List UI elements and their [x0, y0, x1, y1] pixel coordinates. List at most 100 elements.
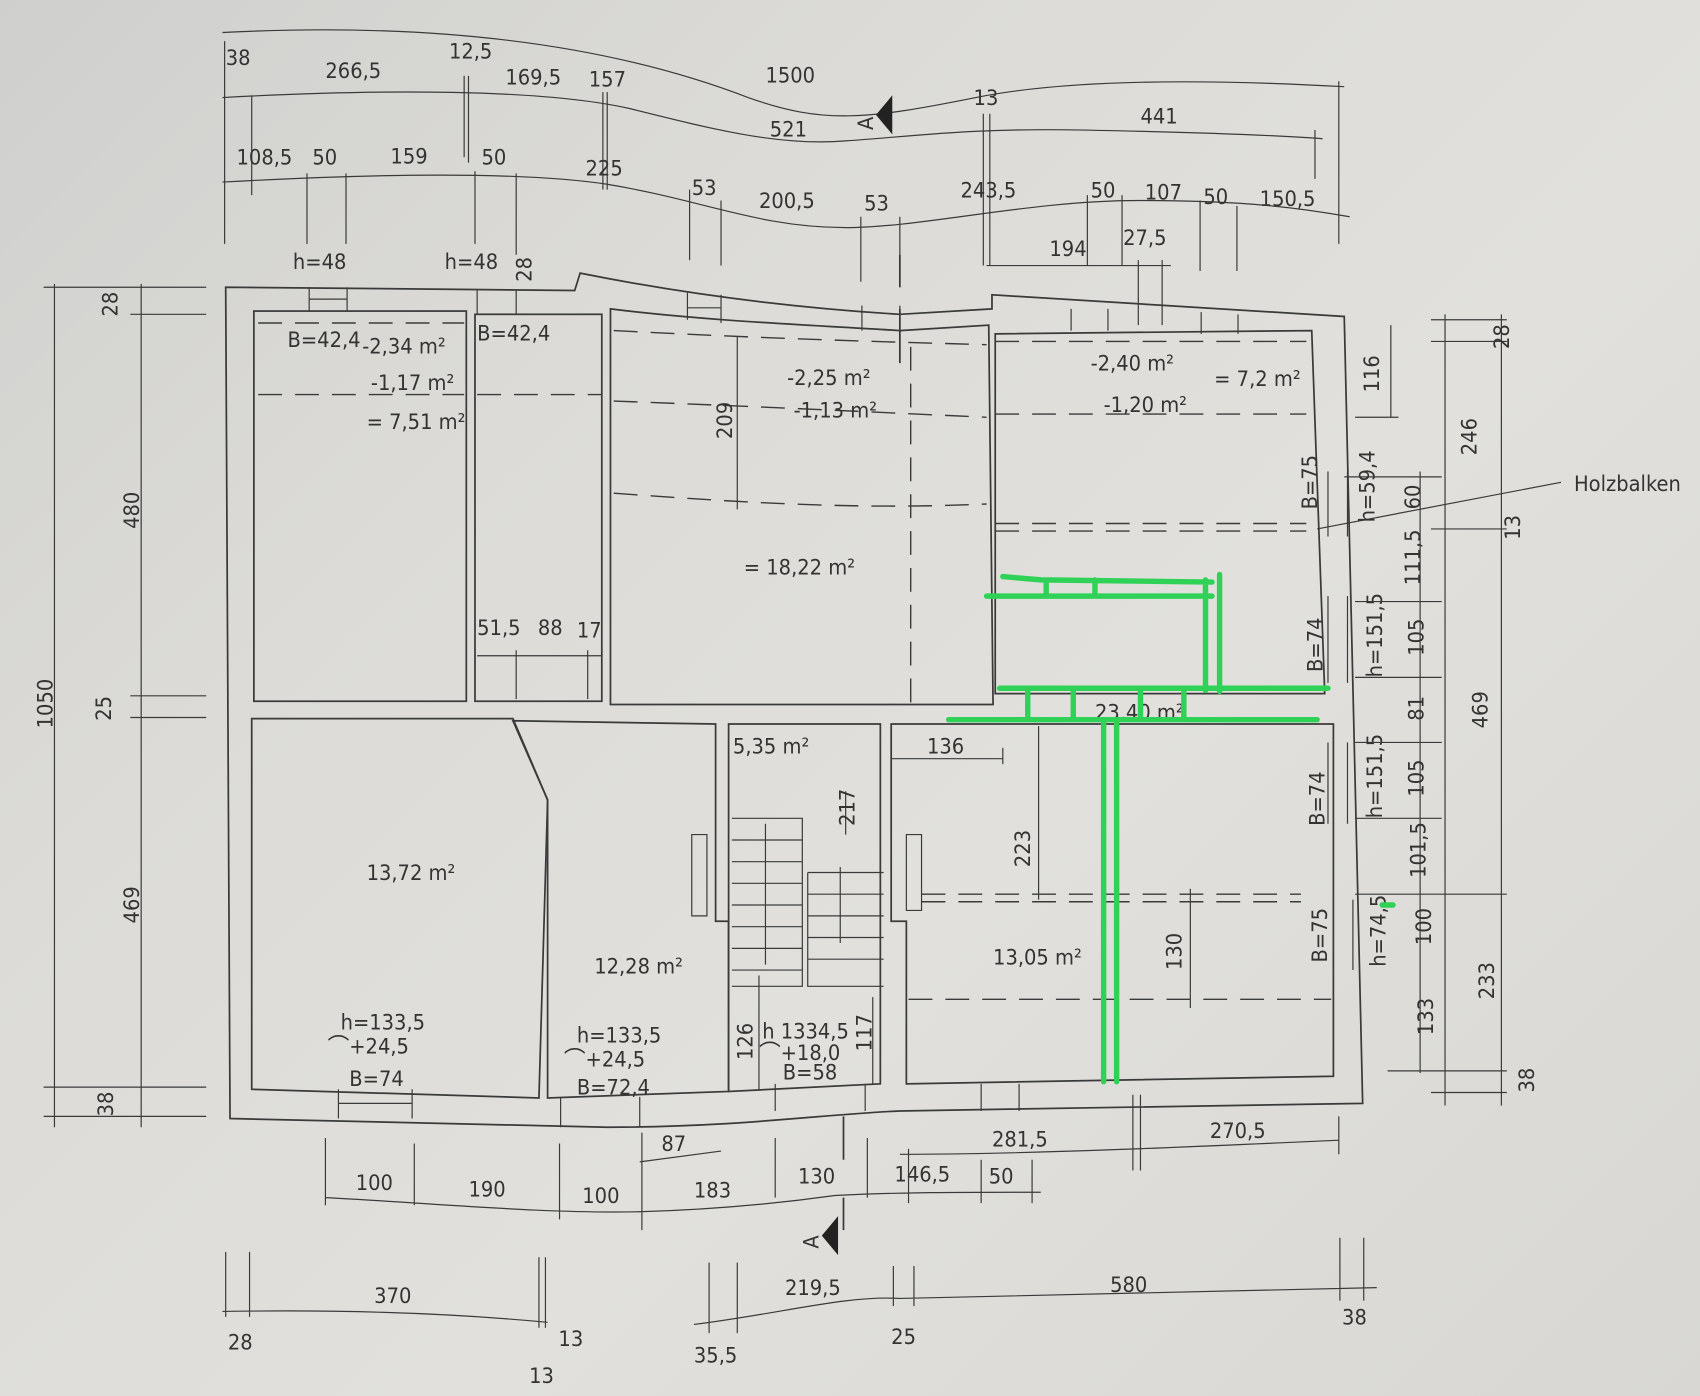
dim-label: 38	[1515, 1068, 1540, 1093]
dim-label: 190	[468, 1178, 505, 1203]
dim-label: 51,5	[477, 616, 520, 641]
dim-label: 50	[1091, 178, 1116, 203]
dim-label: 88	[538, 616, 563, 641]
dim-label: 28	[1490, 324, 1515, 349]
top-dimension-lines	[222, 29, 1350, 326]
room-1305	[890, 723, 1335, 1085]
window-width: B=74	[1304, 618, 1329, 672]
arch-rise: ⌒+24,5	[564, 1048, 645, 1073]
dim-label: 105	[1404, 619, 1429, 656]
plan-labels: B=42,4 -2,34 m² -1,17 m² = 7,51 m² B=42,…	[33, 292, 1681, 1389]
dim-label: 53	[692, 176, 717, 201]
dim-label: 107	[1145, 180, 1182, 205]
dim-label: 108,5	[237, 146, 293, 171]
window-height: h=59,4	[1356, 450, 1381, 522]
dim-label: 116	[1360, 355, 1385, 392]
dim-label: 441	[1140, 105, 1177, 130]
svg-text:A: A	[854, 116, 879, 130]
dim-label: 150,5	[1260, 187, 1316, 212]
dim-label: 126	[733, 1023, 758, 1060]
window-width: B=72,4	[577, 1076, 650, 1101]
dim-label: h=48	[445, 250, 498, 275]
dim-label: 38	[1342, 1305, 1367, 1330]
dim-label: 130	[1163, 933, 1188, 970]
dim-label: 101,5	[1407, 822, 1432, 878]
dim-label: 87	[661, 1132, 686, 1157]
dim-label: 159	[390, 145, 427, 170]
dashed-lines	[258, 322, 1562, 1001]
room-area: = 18,22 m²	[744, 555, 855, 580]
dim-label: 246	[1457, 418, 1482, 455]
dim-label: h=48	[293, 250, 346, 275]
dim-label: 217	[835, 789, 860, 826]
arch-rise: ⌒+18,0	[759, 1041, 840, 1066]
dim-label: 13	[558, 1327, 583, 1352]
dim-label: 28	[98, 292, 123, 317]
area-label: -1,13 m²	[794, 398, 877, 423]
area-label: -2,25 m²	[787, 366, 870, 391]
dim-label: 219,5	[785, 1276, 841, 1301]
dim-label: 270,5	[1210, 1119, 1266, 1144]
room-d	[994, 329, 1326, 695]
dimension-lines	[43, 283, 1507, 1334]
dim-label: 183	[694, 1179, 731, 1204]
dim-label: 38	[94, 1092, 119, 1117]
area-label: = 7,2 m²	[1214, 367, 1300, 392]
dim-label: 469	[1468, 691, 1493, 728]
dim-label: 1500	[765, 63, 815, 88]
room-a	[253, 310, 468, 703]
dim-label: 243,5	[961, 178, 1017, 203]
window-height: h 1334,5	[762, 1019, 849, 1044]
dim-label: 133	[1414, 998, 1439, 1035]
room-area: 13,72 m²	[367, 861, 456, 886]
dim-label: 169,5	[505, 66, 561, 91]
dim-label: 13	[974, 86, 999, 111]
holzbalken-label: Holzbalken	[1574, 472, 1681, 497]
window-height: h=133,5	[341, 1011, 425, 1036]
window-height: h=133,5	[577, 1024, 661, 1049]
room-area: 12,28 m²	[594, 954, 683, 979]
dim-label: 146,5	[894, 1162, 950, 1187]
window-height: h=151,5	[1363, 734, 1388, 818]
window-width: B=42,4	[287, 328, 360, 353]
window-width: B=42,4	[477, 321, 550, 346]
dim-label: 225	[586, 157, 623, 182]
section-marker-bottom: A	[800, 254, 901, 1256]
room-area: 13,05 m²	[993, 946, 1082, 971]
dim-label: 223	[1011, 830, 1036, 867]
dim-label: 521	[770, 118, 807, 143]
dim-label: 25	[92, 696, 117, 721]
dim-label: 580	[1110, 1273, 1147, 1298]
dim-label: 13	[1501, 515, 1526, 540]
dim-label: 60	[1401, 485, 1426, 510]
dim-label: 50	[1203, 185, 1228, 210]
dim-label: 136	[927, 734, 964, 759]
dim-label: 1050	[33, 679, 58, 729]
dim-label: 281,5	[992, 1128, 1048, 1153]
area-label: -1,20 m²	[1104, 393, 1187, 418]
area-label: = 7,51 m²	[367, 410, 466, 435]
room-1372	[250, 717, 549, 1099]
dim-label: 50	[312, 146, 337, 171]
dim-label: 209	[713, 402, 738, 439]
room-b	[474, 313, 603, 703]
svg-text:A: A	[800, 1235, 825, 1249]
dim-label: 38	[226, 46, 251, 71]
dim-label: 266,5	[325, 59, 381, 84]
dim-label: 111,5	[1401, 530, 1426, 586]
dim-label: 28	[228, 1330, 253, 1355]
dim-label: 194	[1049, 237, 1086, 262]
dim-label: 105	[1404, 759, 1429, 796]
arch-rise: ⌒+24,5	[328, 1035, 409, 1060]
dim-label: 130	[798, 1165, 835, 1190]
window-width: B=74	[1306, 771, 1331, 825]
dim-label: 53	[864, 191, 889, 216]
window-width: B=74	[349, 1067, 403, 1092]
top-dimension-labels: 38 266,5 12,5 169,5 157 1500 521 13 441 …	[226, 40, 1316, 282]
dim-label: 81	[1404, 696, 1429, 721]
dim-label: 100	[1412, 908, 1437, 945]
area-label: -2,40 m²	[1091, 352, 1174, 377]
dim-label: 12,5	[449, 40, 492, 65]
dim-label: 233	[1475, 962, 1500, 999]
